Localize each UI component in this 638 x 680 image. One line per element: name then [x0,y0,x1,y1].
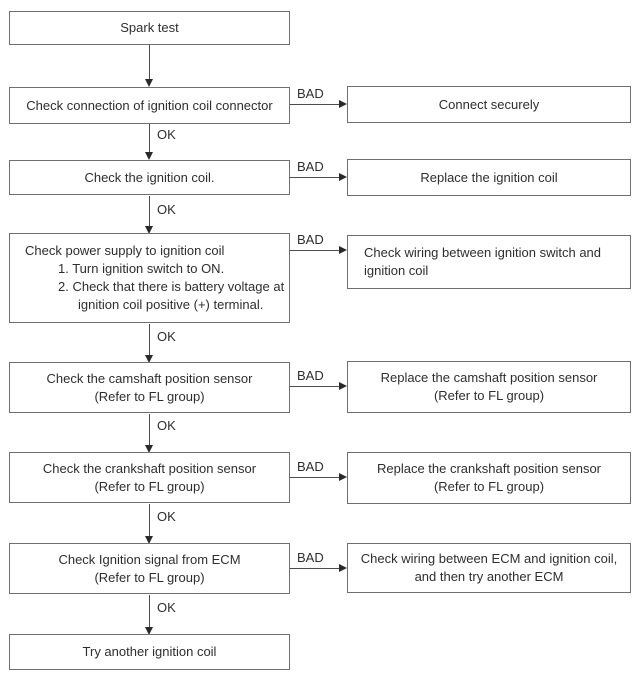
step-check-ecm-line: Check Ignition signal from ECM [58,551,241,567]
down-arrow-head-icon [145,445,153,453]
step-check-ignition-coil-label: Check the ignition coil. [84,169,215,185]
bad-label: BAD [297,459,324,474]
step-check-camshaft-line: (Refer to FL group) [94,388,205,404]
down-arrow-head-icon [145,152,153,160]
branch-arrow-head-icon [339,473,347,481]
bad-label: BAD [297,550,324,565]
result-replace-ignition-coil-box: Replace the ignition coil [347,159,631,196]
result-replace-camshaft-line: (Refer to FL group) [433,388,545,403]
branch-arrow-line [290,177,340,178]
result-check-wiring-ecm-line: and then try another ECM [414,569,564,584]
ok-label: OK [157,329,176,344]
ok-label: OK [157,127,176,142]
branch-arrow-head-icon [339,246,347,254]
step-power-supply-line: 1. Turn ignition switch to ON. [58,261,225,276]
result-replace-camshaft-line: Replace the camshaft position sensor [380,370,598,385]
step-check-camshaft-line: Check the camshaft position sensor [46,370,253,386]
step-check-connection-box: Check connection of ignition coil connec… [9,87,290,124]
result-connect-securely-label: Connect securely [438,96,540,112]
step-check-power-supply-box: Check power supply to ignition coil 1. T… [9,233,290,323]
down-arrow-line [149,504,150,536]
down-arrow-line [149,324,150,355]
result-check-wiring-ecm-box: Check wiring between ECM and ignition co… [347,543,631,593]
step-spark-test-label: Spark test [120,20,179,35]
result-replace-crankshaft-line: (Refer to FL group) [433,479,545,494]
step-check-crankshaft-line: Check the crankshaft position sensor [42,460,257,476]
result-replace-ignition-coil-label: Replace the ignition coil [420,169,558,185]
branch-arrow-head-icon [339,564,347,572]
result-replace-camshaft-sensor-box: Replace the camshaft position sensor (Re… [347,361,631,413]
result-check-wiring-switch-box: Check wiring between ignition switch and… [347,235,631,289]
step-power-supply-line: ignition coil positive (+) terminal. [78,297,264,312]
down-arrow-head-icon [145,355,153,363]
result-replace-crankshaft-line: Replace the crankshaft position sensor [376,461,601,476]
ok-label: OK [157,509,176,524]
ok-label: OK [157,600,176,615]
down-arrow-line [149,124,150,152]
step-power-supply-line: 2. Check that there is battery voltage a… [58,279,285,294]
step-check-ecm-signal-box: Check Ignition signal from ECM (Refer to… [9,543,290,594]
bad-label: BAD [297,86,324,101]
down-arrow-head-icon [145,226,153,234]
step-check-ecm-line: (Refer to FL group) [94,569,205,585]
result-check-wiring-ecm-line: Check wiring between ECM and ignition co… [360,551,618,566]
ok-label: OK [157,202,176,217]
down-arrow-line [149,196,150,226]
branch-arrow-line [290,250,340,251]
down-arrow-line [149,45,150,79]
down-arrow-line [149,595,150,627]
result-check-wiring-switch-line: ignition coil [364,263,429,278]
branch-arrow-head-icon [339,382,347,390]
branch-arrow-line [290,386,340,387]
branch-arrow-line [290,477,340,478]
bad-label: BAD [297,232,324,247]
step-spark-test-box: Spark test [9,11,290,45]
ok-label: OK [157,418,176,433]
branch-arrow-head-icon [339,173,347,181]
bad-label: BAD [297,159,324,174]
down-arrow-head-icon [145,627,153,635]
step-power-supply-line: Check power supply to ignition coil [25,243,225,258]
step-check-crankshaft-line: (Refer to FL group) [94,478,205,494]
branch-arrow-line [290,104,340,105]
step-check-connection-label: Check connection of ignition coil connec… [26,97,273,113]
step-try-another-coil-label: Try another ignition coil [82,644,217,659]
result-connect-securely-box: Connect securely [347,86,631,123]
result-replace-crankshaft-sensor-box: Replace the crankshaft position sensor (… [347,452,631,504]
bad-label: BAD [297,368,324,383]
down-arrow-line [149,414,150,445]
step-check-ignition-coil-box: Check the ignition coil. [9,160,290,195]
step-check-crankshaft-sensor-box: Check the crankshaft position sensor (Re… [9,452,290,503]
result-check-wiring-switch-line: Check wiring between ignition switch and [364,245,602,260]
step-try-another-coil-box: Try another ignition coil [9,634,290,670]
down-arrow-head-icon [145,536,153,544]
down-arrow-head-icon [145,79,153,87]
branch-arrow-line [290,568,340,569]
step-check-camshaft-sensor-box: Check the camshaft position sensor (Refe… [9,362,290,413]
branch-arrow-head-icon [339,100,347,108]
